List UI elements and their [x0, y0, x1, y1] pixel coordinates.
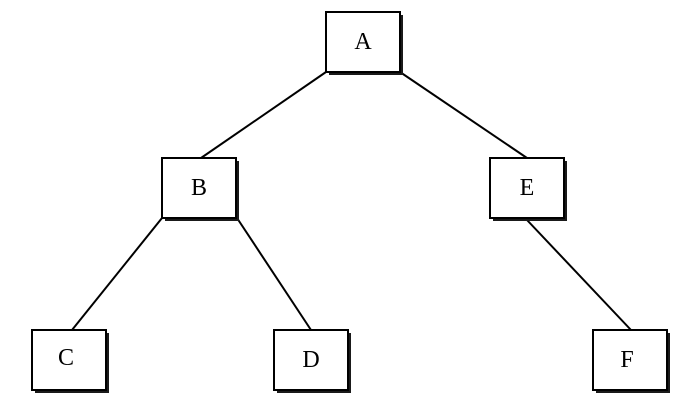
- node-d-label: D: [302, 347, 319, 373]
- node-b: B: [161, 157, 239, 221]
- edge-b-c: [71, 217, 163, 331]
- node-c-label: C: [58, 345, 74, 371]
- edge-e-f: [526, 219, 632, 331]
- node-a: A: [325, 11, 403, 75]
- node-e: E: [489, 157, 567, 221]
- edges: [71, 71, 632, 331]
- node-f: F: [592, 329, 670, 393]
- node-b-label: B: [191, 175, 207, 201]
- edge-a-e: [399, 71, 528, 159]
- edge-b-d: [236, 217, 312, 331]
- node-f-label: F: [620, 347, 633, 373]
- node-e-label: E: [520, 175, 535, 201]
- node-c: C: [31, 329, 109, 393]
- node-a-label: A: [354, 29, 372, 55]
- edge-a-b: [200, 71, 327, 159]
- node-d: D: [273, 329, 351, 393]
